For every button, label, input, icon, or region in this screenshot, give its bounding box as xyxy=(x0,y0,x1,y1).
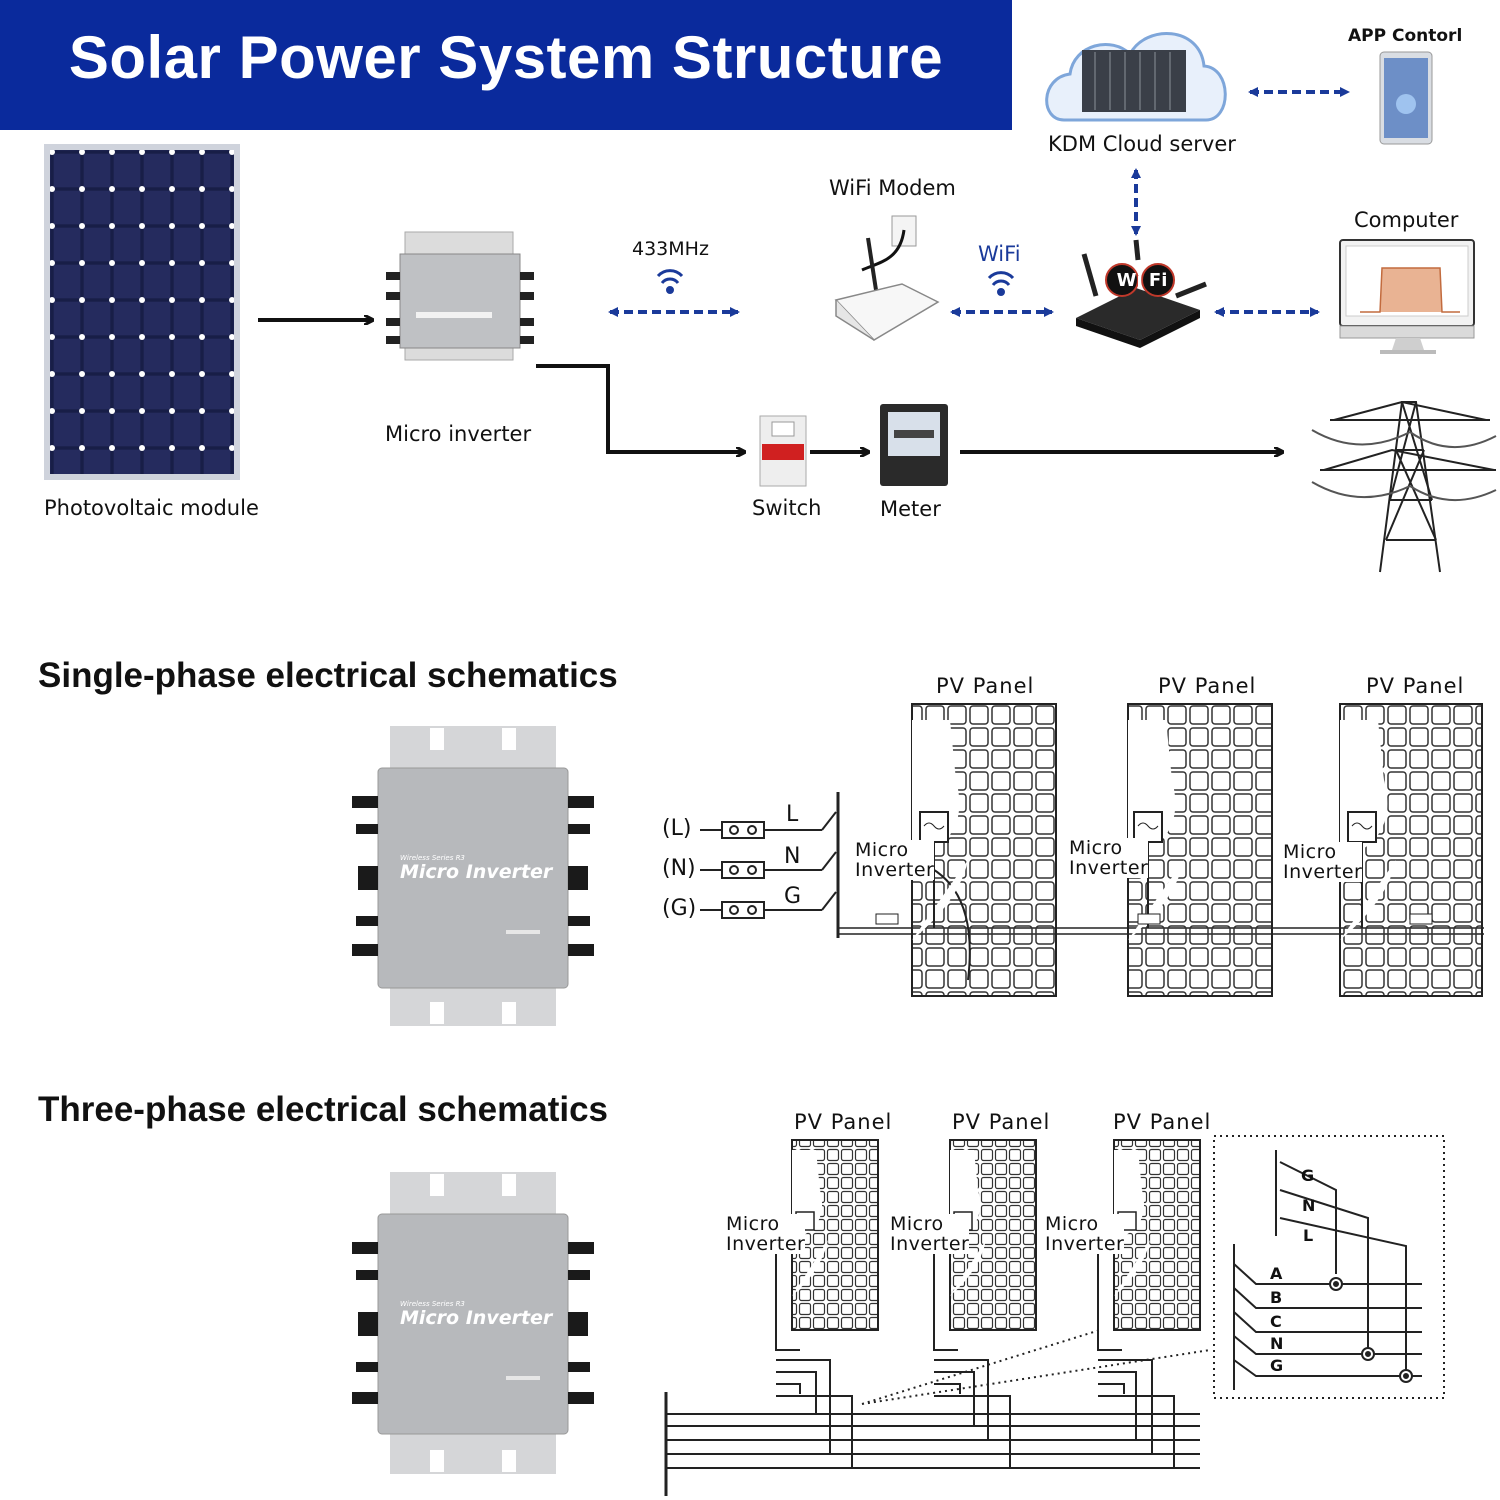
three-phase-pv-panels xyxy=(791,1139,1201,1331)
three-phase-inverter-image xyxy=(352,1172,594,1474)
connector-letter-n: N xyxy=(1302,1196,1316,1215)
single-phase-pv-panels xyxy=(875,703,1483,997)
single-phase-title: Single-phase electrical schematics xyxy=(38,656,618,695)
app-control-label: APP Contorl xyxy=(1348,26,1463,46)
bus-letter-c: C xyxy=(1270,1312,1282,1331)
bus-letter-b: B xyxy=(1270,1288,1283,1307)
line-tag-n: (N) xyxy=(662,856,696,881)
cloud-server-icon xyxy=(1045,32,1227,122)
connector-letter-l: L xyxy=(1303,1226,1314,1245)
single-phase-inverter-name: Micro Inverter xyxy=(400,861,553,883)
switch-icon xyxy=(759,415,807,487)
bus-letter-n: N xyxy=(1270,1334,1284,1353)
line-letter-n: N xyxy=(784,844,801,869)
computer-label: Computer xyxy=(1354,208,1459,232)
inverter-to-switch-arrow xyxy=(536,364,744,452)
phone-app-icon xyxy=(1379,51,1433,145)
wifi-label: WiFi xyxy=(978,242,1021,266)
line-letter-g: G xyxy=(784,884,802,909)
single-phase-inverter-image xyxy=(352,726,594,1026)
three-phase-inverter-name: Micro Inverter xyxy=(400,1307,553,1329)
title-bar xyxy=(0,0,1012,130)
page-title: Solar Power System Structure xyxy=(68,24,944,91)
rf-frequency-label: 433MHz xyxy=(632,238,709,260)
cloud-server-label: KDM Cloud server xyxy=(1048,132,1236,156)
micro-inverter-label: Micro inverter xyxy=(385,422,532,446)
line-letter-l: L xyxy=(786,802,799,827)
pv-module-label: Photovoltaic module xyxy=(44,496,259,520)
meter-label: Meter xyxy=(880,497,941,521)
micro-inverter-tag: Micro Inverter xyxy=(855,839,935,881)
pv-panel-label: PV Panel xyxy=(794,1110,893,1134)
photovoltaic-module-icon xyxy=(44,144,240,480)
switch-label: Switch xyxy=(752,496,822,520)
micro-inverter-tag: Micro Inverter xyxy=(726,1213,806,1255)
pv-panel-label: PV Panel xyxy=(952,1110,1051,1134)
router-icon xyxy=(1076,239,1207,348)
line-tag-l: (L) xyxy=(662,816,692,841)
micro-inverter-tag: Micro Inverter xyxy=(1283,841,1363,883)
meter-icon xyxy=(880,404,948,486)
pv-panel-label: PV Panel xyxy=(1366,674,1465,698)
micro-inverter-icon xyxy=(386,231,534,361)
micro-inverter-tag: Micro Inverter xyxy=(1069,837,1149,879)
three-phase-detail-box xyxy=(1213,1135,1445,1399)
micro-inverter-tag: Micro Inverter xyxy=(890,1213,970,1255)
three-phase-title: Three-phase electrical schematics xyxy=(38,1090,609,1129)
wifi-modem-label: WiFi Modem xyxy=(829,176,956,200)
connector-letter-g: G xyxy=(1301,1166,1315,1185)
bus-letter-g: G xyxy=(1270,1356,1284,1375)
bus-letter-a: A xyxy=(1270,1264,1283,1283)
wifi-modem-icon xyxy=(834,215,940,341)
three-phase-wiring xyxy=(664,1240,1211,1496)
pv-panel-label: PV Panel xyxy=(936,674,1035,698)
pv-panel-label: PV Panel xyxy=(1158,674,1257,698)
rf-wifi-icon xyxy=(656,269,684,294)
transmission-tower-icon xyxy=(1311,400,1497,573)
router-badge: Wi Fi xyxy=(1116,270,1168,291)
three-phase-inverter-brand: Wireless Series R3 xyxy=(400,1300,465,1308)
wifi-icon xyxy=(987,271,1015,296)
pv-panel-label: PV Panel xyxy=(1113,1110,1212,1134)
micro-inverter-tag: Micro Inverter xyxy=(1045,1213,1125,1255)
single-phase-inverter-brand: Wireless Series R3 xyxy=(400,854,465,862)
computer-icon xyxy=(1339,239,1475,354)
line-tag-g: (G) xyxy=(662,896,697,921)
